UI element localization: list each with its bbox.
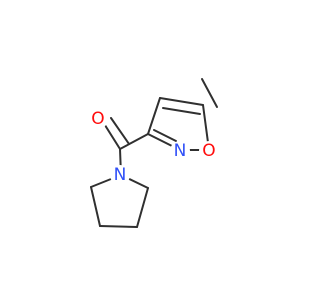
bond-c3-c4 (147, 97, 161, 135)
structure-canvas: O N O N (88, 78, 219, 228)
bond-carbonyl-o (102, 121, 121, 150)
ring-oxygen-symbol: O (202, 141, 215, 161)
ring-nitrogen-label: N (170, 141, 190, 161)
molecule-diagram: O N O N (88, 78, 219, 228)
amide-nitrogen-symbol: N (114, 165, 127, 185)
bond-carbonyl-o-second (110, 117, 130, 145)
atom-labels: O N O N (88, 109, 219, 185)
bond-cc-cd (136, 187, 149, 228)
bonds (90, 78, 218, 228)
bond-c5-c4-second (162, 107, 201, 115)
bond-c3-carbonyl (119, 133, 149, 150)
amide-nitrogen-label: N (110, 165, 130, 185)
ring-nitrogen-symbol: N (174, 141, 187, 161)
bond-ca-cb (90, 186, 101, 227)
carbonyl-oxygen-label: O (88, 109, 108, 129)
bond-cb-cc (99, 225, 138, 228)
bond-c5-c4 (159, 97, 204, 106)
bond-n2-c3-second (153, 129, 177, 142)
carbonyl-oxygen-symbol: O (91, 109, 104, 129)
bond-methyl-c5 (201, 78, 218, 108)
ring-oxygen-label: O (199, 141, 219, 161)
